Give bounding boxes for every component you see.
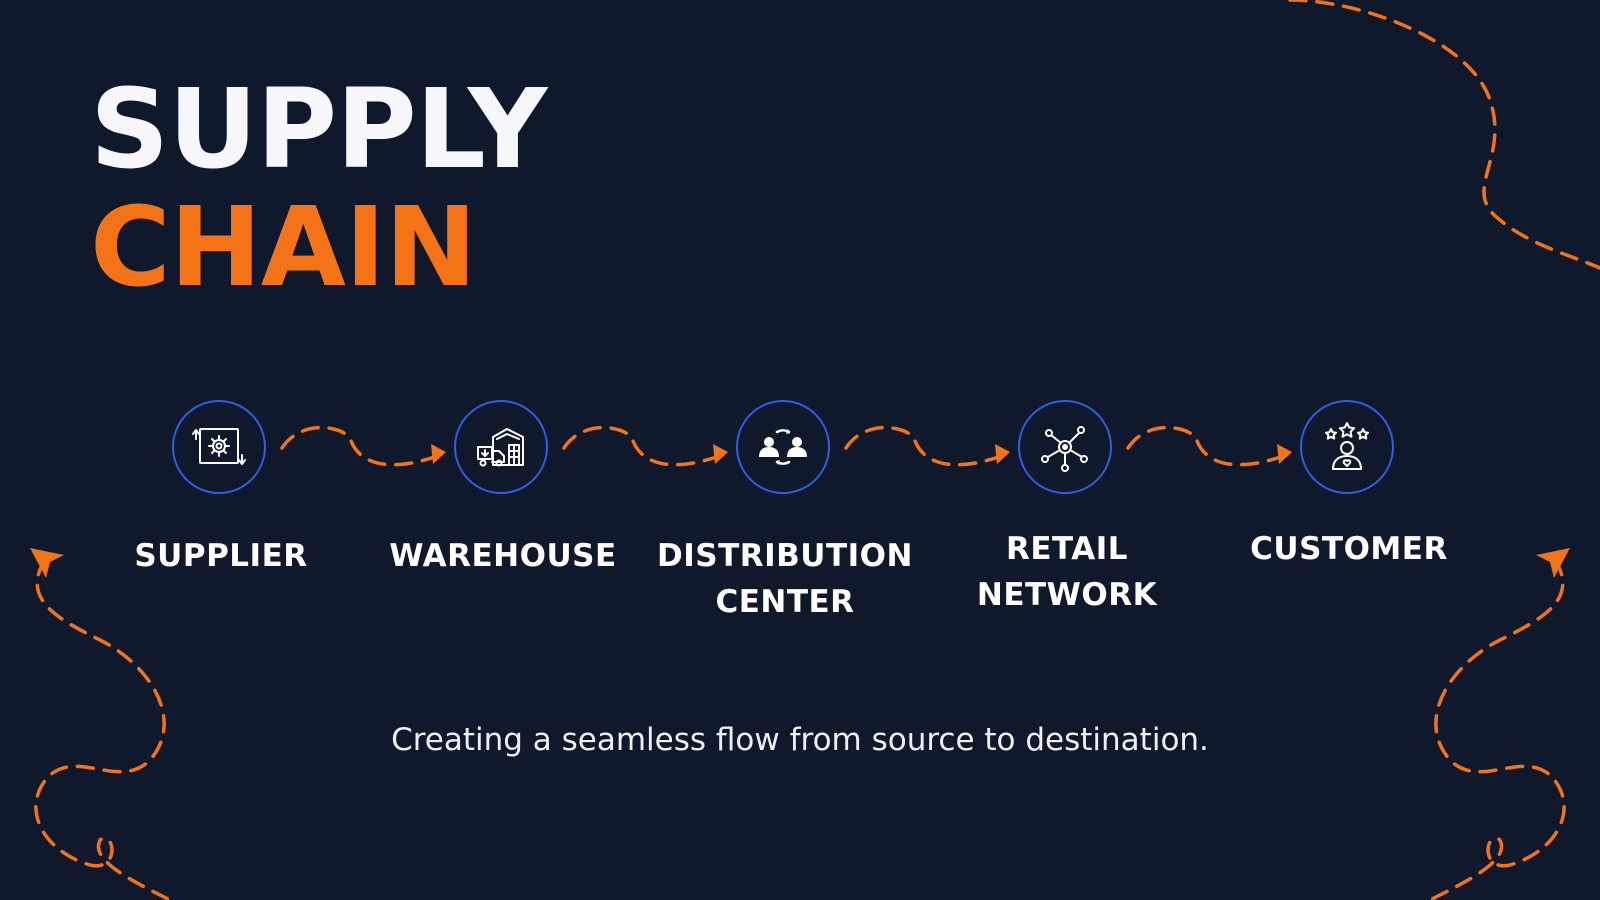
right-arrowhead xyxy=(1536,548,1570,578)
connector-4-arrowhead xyxy=(1277,444,1292,464)
people-exchange-icon xyxy=(736,400,830,494)
warehouse-truck-icon xyxy=(454,400,548,494)
connector-3-arrowhead xyxy=(995,444,1010,464)
step-label-supplier: SUPPLIER xyxy=(134,538,308,574)
connector-3 xyxy=(844,425,1006,467)
title-line-1: SUPPLY xyxy=(90,65,547,193)
connector-4 xyxy=(1126,425,1288,467)
supplier-gear-icon xyxy=(172,400,266,494)
step-label-retail-network: RETAIL NETWORK xyxy=(976,531,1158,613)
connector-1-arrowhead xyxy=(431,444,446,464)
network-hub-icon xyxy=(1018,400,1112,494)
connector-2 xyxy=(562,425,724,467)
step-label-distribution-center: DISTRIBUTION CENTER xyxy=(657,538,913,620)
slide-title: SUPPLY CHAIN xyxy=(90,65,547,311)
connector-1 xyxy=(280,425,442,467)
connector-2-arrowhead xyxy=(713,444,728,464)
tagline: Creating a seamless flow from source to … xyxy=(391,722,1209,758)
customer-rating-icon xyxy=(1300,400,1394,494)
top-right-dashed-curve xyxy=(1288,0,1600,270)
step-label-warehouse: WAREHOUSE xyxy=(389,538,617,574)
title-line-2: CHAIN xyxy=(90,183,477,311)
left-arrowhead xyxy=(30,548,64,578)
step-label-customer: CUSTOMER xyxy=(1250,531,1448,567)
